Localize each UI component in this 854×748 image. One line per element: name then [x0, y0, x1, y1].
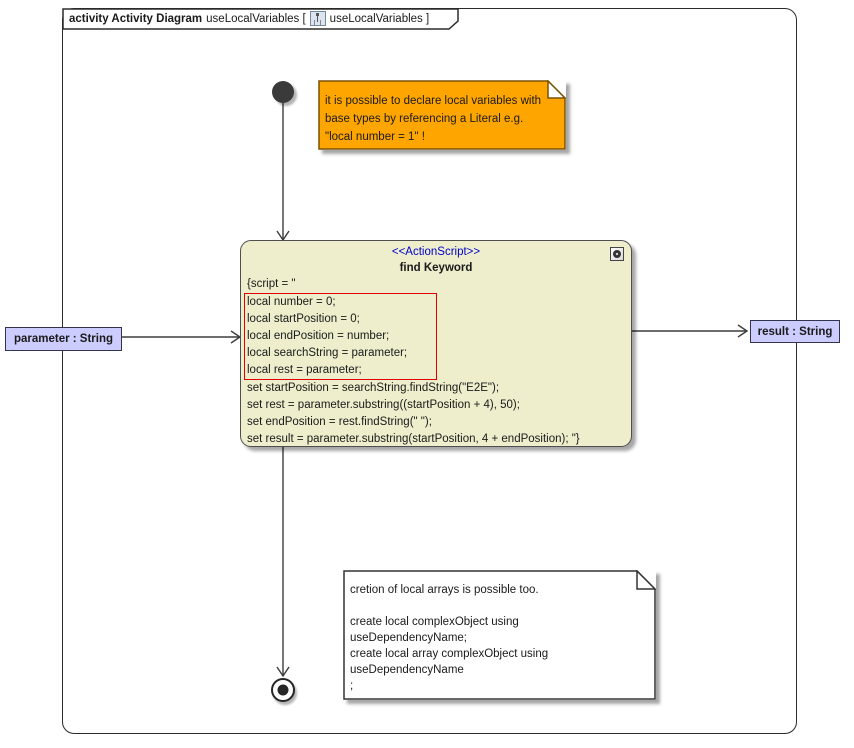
note-text-line: [350, 598, 636, 614]
note-text-line: useDependencyName: [350, 664, 464, 676]
action-node-find-keyword[interactable]: <<ActionScript>> find Keyword {script = …: [240, 240, 632, 447]
script-line: local rest = parameter;: [247, 364, 362, 376]
script-line: local startPosition = 0;: [247, 313, 360, 325]
script-line: set startPosition = searchString.findStr…: [247, 382, 500, 394]
note-text-line: cretion of local arrays is possible too.: [350, 584, 539, 596]
frame-header-shape: [62, 8, 459, 30]
script-line: set result = parameter.substring(startPo…: [247, 433, 580, 445]
note-text-line: it is possible to declare local variable…: [325, 95, 542, 107]
initial-node[interactable]: [272, 81, 294, 103]
note-shape: [343, 570, 656, 700]
frame-ref: useLocalVariables ]: [329, 12, 430, 25]
script-line: set rest = parameter.substring((startPos…: [247, 399, 520, 411]
parameter-node-input[interactable]: parameter : String: [5, 327, 122, 351]
final-node-dot: [277, 684, 289, 696]
note-shape: [318, 80, 566, 150]
note-text-line: ;: [350, 680, 354, 692]
script-line: local number = 0;: [247, 296, 336, 308]
frame-keyword: activity Activity Diagram: [69, 12, 203, 25]
arrowhead-action-to-result: [737, 324, 749, 338]
action-stereotype: <<ActionScript>>: [391, 246, 481, 258]
activity-diagram-icon: [309, 11, 326, 26]
script-line: local searchString = parameter;: [247, 347, 408, 359]
behavior-gear-icon: [610, 247, 624, 261]
script-line: set endPosition = rest.findString(" ");: [247, 416, 432, 428]
highlight-box: local number = 0; local startPosition = …: [244, 293, 437, 380]
arrowhead-action-to-final: [276, 666, 290, 678]
script-line: {script = ": [247, 278, 296, 290]
frame-header[interactable]: activity Activity Diagram useLocalVariab…: [62, 8, 459, 30]
note-local-arrays[interactable]: cretion of local arrays is possible too.…: [343, 570, 656, 700]
script-line: local endPosition = number;: [247, 330, 390, 342]
note-text-line: base types by referencing a Literal e.g.: [325, 113, 524, 125]
action-name: find Keyword: [399, 262, 473, 274]
note-local-variables[interactable]: it is possible to declare local variable…: [318, 80, 566, 150]
note-text-line: create local complexObject using: [350, 616, 519, 628]
activity-final-node[interactable]: [271, 678, 295, 702]
parameter-node-output[interactable]: result : String: [750, 320, 840, 343]
frame-name: useLocalVariables [: [206, 12, 306, 25]
note-text-line: "local number = 1" !: [325, 131, 425, 143]
note-text-line: useDependencyName;: [350, 632, 467, 644]
action-script: {script = " local number = 0; local star…: [241, 276, 631, 448]
note-text-line: create local array complexObject using: [350, 648, 549, 660]
